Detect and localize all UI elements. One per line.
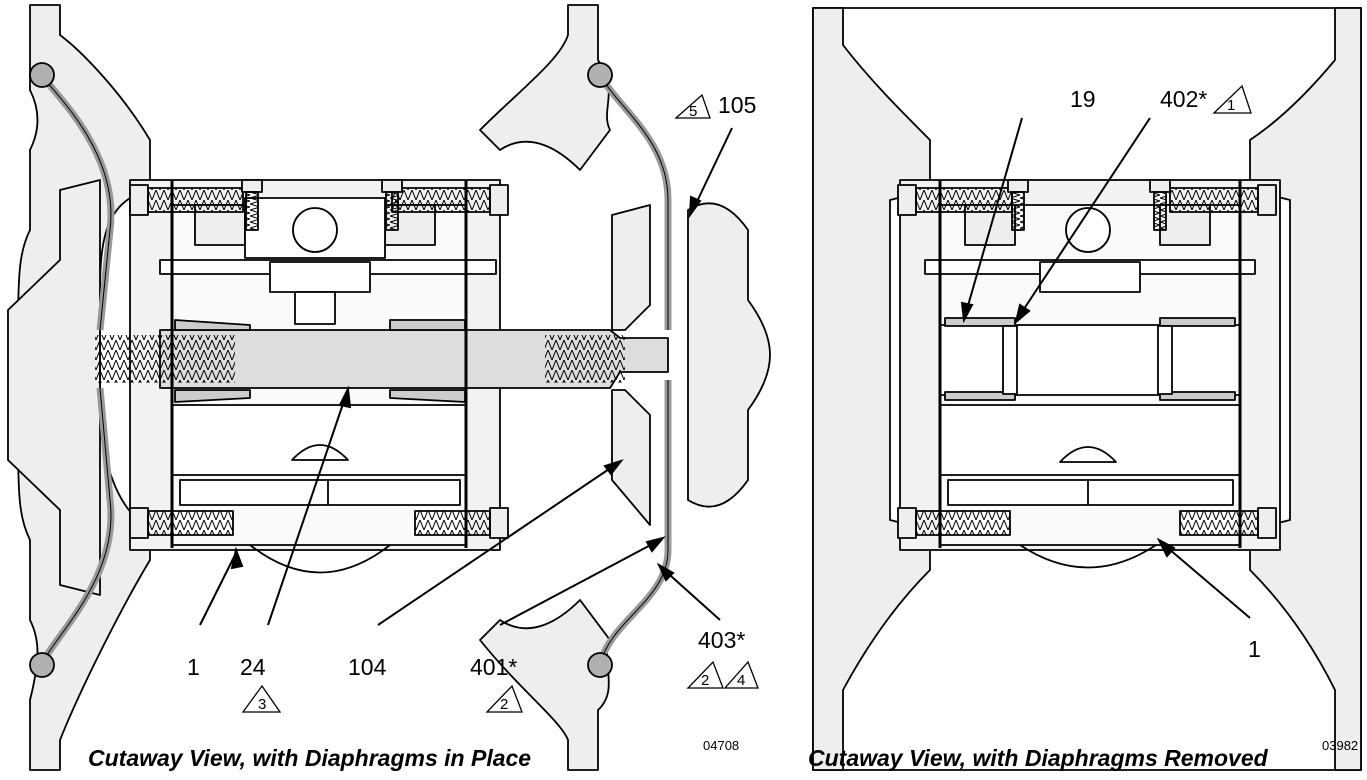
warning-triangle-1: 1 (1212, 84, 1252, 114)
caption-right: Cutaway View, with Diaphragms Removed (808, 745, 1268, 771)
label-105: 105 (718, 92, 756, 118)
label-401: 401* (470, 654, 517, 680)
air-cover-105 (687, 202, 771, 508)
label-104: 104 (348, 654, 387, 680)
caption-left: Cutaway View, with Diaphragms in Place (88, 745, 532, 771)
label-1: 1 (187, 654, 200, 680)
ref-code-left: 04708 (703, 738, 739, 753)
warning-triangle-2a: 2 (485, 684, 523, 713)
label-24: 24 (240, 654, 266, 680)
label-403: 403* (698, 627, 745, 653)
left-leaders (199, 127, 733, 626)
warning-triangle-3: 3 (241, 684, 282, 713)
label-1-right: 1 (1248, 636, 1261, 662)
warning-triangle-4: 4 (723, 660, 759, 689)
warning-triangle-5: 5 (674, 93, 711, 120)
label-402: 402* (1160, 86, 1207, 112)
ref-code-right: 03982 (1322, 738, 1358, 753)
svg-text:2: 2 (701, 672, 709, 689)
svg-text:5: 5 (689, 103, 697, 120)
shaft (159, 329, 669, 389)
diaphragm-plate (611, 204, 651, 331)
right-cutaway-view (812, 7, 1362, 771)
svg-text:2: 2 (500, 696, 508, 713)
label-19: 19 (1070, 86, 1096, 112)
svg-text:4: 4 (737, 672, 745, 689)
left-cutaway-view (7, 4, 771, 771)
right-leaders (960, 117, 1251, 619)
warning-triangle-2b: 2 (686, 660, 724, 689)
svg-text:1: 1 (1227, 97, 1235, 114)
left-air-cover (7, 179, 101, 596)
svg-text:3: 3 (258, 696, 266, 713)
